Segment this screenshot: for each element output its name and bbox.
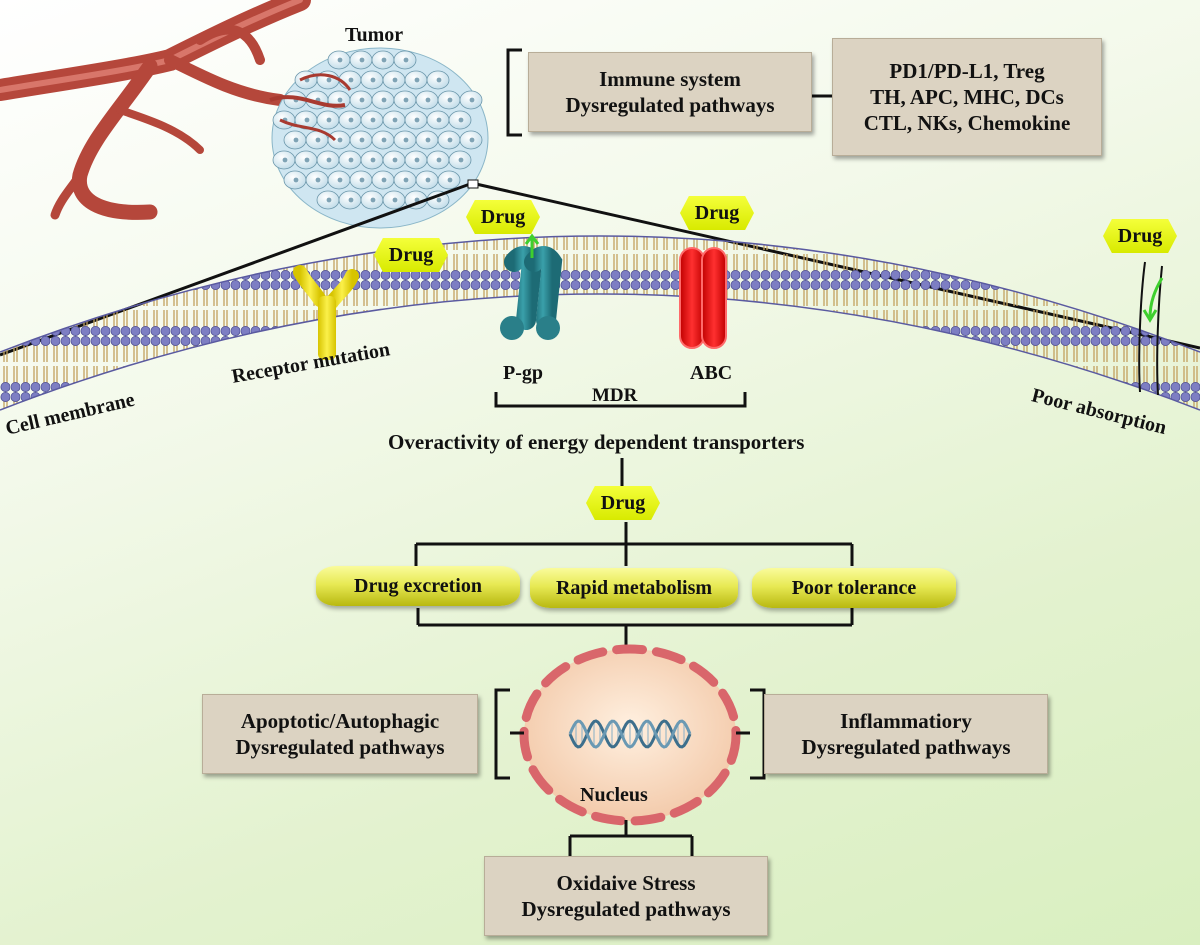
immune-system-box: Immune system Dysregulated pathways <box>528 52 812 132</box>
overactivity-label: Overactivity of energy dependent transpo… <box>388 430 805 454</box>
apoptotic-box: Apoptotic/Autophagic Dysregulated pathwa… <box>202 694 478 774</box>
receptor-illustration <box>293 265 359 360</box>
inflammatory-line-2: Dysregulated pathways <box>801 735 1011 759</box>
oxidative-line-2: Dysregulated pathways <box>521 897 731 921</box>
tumor-illustration <box>269 47 489 229</box>
oxidative-line-1: Oxidaive Stress <box>556 871 696 895</box>
apoptotic-line-1: Apoptotic/Autophagic <box>240 709 440 733</box>
outcomes-tree-top <box>414 522 854 566</box>
absorption-channel-illustration <box>1138 261 1164 396</box>
drug-tag: Drug <box>680 196 754 230</box>
abc-label: ABC <box>690 362 733 384</box>
nucleus-bottom-tree <box>568 820 694 856</box>
pgp-label: P-gp <box>503 362 543 384</box>
drug-tag: Drug <box>1103 219 1177 253</box>
left-nucleus-bracket <box>494 688 510 780</box>
immune-line-1: Immune system <box>599 67 741 91</box>
nucleus-illustration <box>519 644 741 826</box>
mdr-bracket <box>494 392 747 408</box>
right-nucleus-bracket <box>750 688 766 780</box>
mdr-label: MDR <box>592 385 638 406</box>
immune-factors-box: PD1/PD-L1, Treg TH, APC, MHC, DCs CTL, N… <box>832 38 1102 156</box>
pgp-transporter-illustration <box>500 233 563 340</box>
drug-tag: Drug <box>466 200 540 234</box>
inflammatory-box: Inflammatiory Dysregulated pathways <box>764 694 1048 774</box>
zoom-marker <box>467 179 479 189</box>
blood-vessel-illustration <box>0 0 311 220</box>
immune-factors-line-3: CTL, NKs, Chemokine <box>863 111 1071 135</box>
immune-factors-line-2: TH, APC, MHC, DCs <box>870 85 1064 109</box>
poor-tolerance-pill: Poor tolerance <box>752 568 956 608</box>
tumor-label: Tumor <box>345 24 404 46</box>
nucleus-label: Nucleus <box>580 784 648 806</box>
rapid-metabolism-pill: Rapid metabolism <box>530 568 738 608</box>
drug-tag: Drug <box>374 238 448 272</box>
drug-excretion-pill: Drug excretion <box>316 566 520 606</box>
outcomes-tree-bottom <box>416 608 854 650</box>
drug-tag: Drug <box>586 486 660 520</box>
immune-line-2: Dysregulated pathways <box>565 93 775 117</box>
oxidative-stress-box: Oxidaive Stress Dysregulated pathways <box>484 856 768 936</box>
inflammatory-line-1: Inflammatiory <box>840 709 972 733</box>
immune-factors-line-1: PD1/PD-L1, Treg <box>889 59 1045 83</box>
immune-bracket <box>506 48 832 137</box>
apoptotic-line-2: Dysregulated pathways <box>235 735 445 759</box>
abc-transporter-illustration <box>679 247 727 349</box>
